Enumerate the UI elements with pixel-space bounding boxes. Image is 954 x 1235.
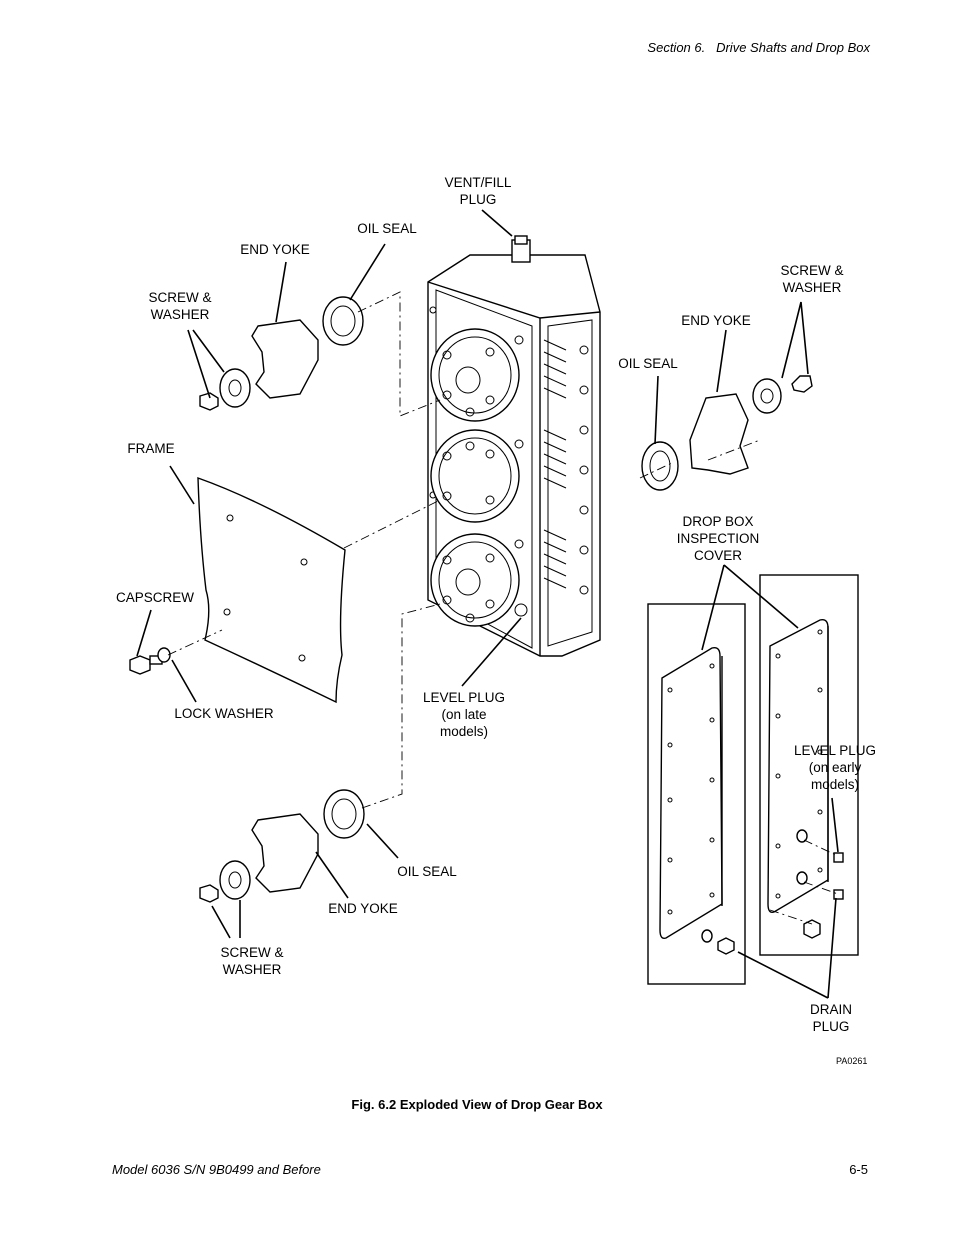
- label-end-yoke-top: END YOKE: [240, 242, 310, 257]
- alignment-lines: [167, 291, 839, 925]
- label-vent-fill-plug: VENT/FILL PLUG: [444, 175, 512, 207]
- capscrew-assembly: [129, 647, 171, 675]
- label-capscrew: CAPSCREW: [115, 590, 194, 605]
- frame-plate: [197, 476, 346, 704]
- label-screw-washer-right: SCREW & WASHER: [780, 263, 844, 295]
- figure-caption: Fig. 6.2 Exploded View of Drop Gear Box: [351, 1097, 603, 1112]
- footer-page-number: 6-5: [849, 1162, 868, 1177]
- section-title: Drive Shafts and Drop Box: [716, 40, 870, 55]
- inspection-covers: [647, 574, 859, 985]
- section-number: Section 6.: [647, 40, 706, 55]
- top-yoke-assembly: [199, 296, 364, 411]
- label-level-plug-late: LEVEL PLUG (on late models): [422, 690, 506, 739]
- label-oil-seal-top: OIL SEAL: [357, 221, 417, 236]
- label-lock-washer: LOCK WASHER: [174, 706, 274, 721]
- label-drain-plug: DRAIN PLUG: [809, 1002, 852, 1034]
- label-frame: FRAME: [127, 441, 175, 456]
- leader-lines: [136, 209, 839, 999]
- label-oil-seal-bottom: OIL SEAL: [397, 864, 457, 879]
- footer-model: Model 6036 S/N 9B0499 and Before: [112, 1162, 321, 1177]
- label-end-yoke-right: END YOKE: [681, 313, 751, 328]
- drop-box-housing: [427, 235, 601, 657]
- figure-code: PA0261: [836, 1056, 868, 1066]
- bottom-yoke-assembly: [199, 789, 365, 903]
- right-yoke-assembly: [641, 375, 813, 491]
- label-end-yoke-bottom: END YOKE: [328, 901, 398, 916]
- page-header: Section 6. Drive Shafts and Drop Box: [647, 40, 870, 55]
- label-oil-seal-right: OIL SEAL: [618, 356, 678, 371]
- label-screw-washer-top-left: SCREW & WASHER: [148, 290, 212, 322]
- label-screw-washer-bottom: SCREW & WASHER: [220, 945, 284, 977]
- label-drop-box-cover: DROP BOX INSPECTION COVER: [676, 514, 760, 563]
- label-level-plug-early: LEVEL PLUG (on early models): [793, 743, 877, 792]
